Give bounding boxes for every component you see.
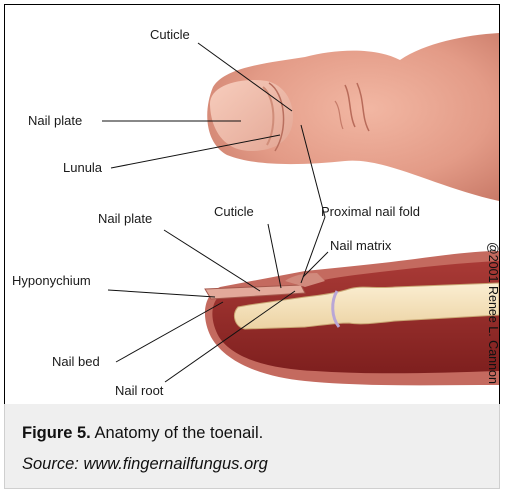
anatomy-figure: Cuticle Nail plate Lunula Nail plate Cut… <box>4 4 500 406</box>
caption-source: Source: www.fingernailfungus.org <box>22 455 268 474</box>
label-nail-matrix: Nail matrix <box>330 238 392 253</box>
label-lunula: Lunula <box>63 160 103 175</box>
toenail-anatomy-illustration: Cuticle Nail plate Lunula Nail plate Cut… <box>5 5 499 405</box>
label-cuticle-lower: Cuticle <box>214 204 254 219</box>
figure-number: Figure 5. <box>22 424 91 442</box>
figure-caption: Figure 5. Anatomy of the toenail. Source… <box>4 404 500 489</box>
caption-title-line: Figure 5. Anatomy of the toenail. <box>22 424 263 443</box>
label-nail-plate-top: Nail plate <box>28 113 82 128</box>
copyright-credit: @2001 Renee L. Cannon <box>486 242 499 384</box>
label-nail-plate-lower: Nail plate <box>98 211 152 226</box>
label-nail-bed: Nail bed <box>52 354 100 369</box>
label-proximal-nail-fold: Proximal nail fold <box>321 204 420 219</box>
label-nail-root: Nail root <box>115 383 164 398</box>
toe-cross-section <box>205 251 499 385</box>
label-hyponychium: Hyponychium <box>12 273 91 288</box>
label-cuticle-top: Cuticle <box>150 27 190 42</box>
figure-title: Anatomy of the toenail. <box>91 424 263 442</box>
thumb-illustration <box>207 33 499 201</box>
